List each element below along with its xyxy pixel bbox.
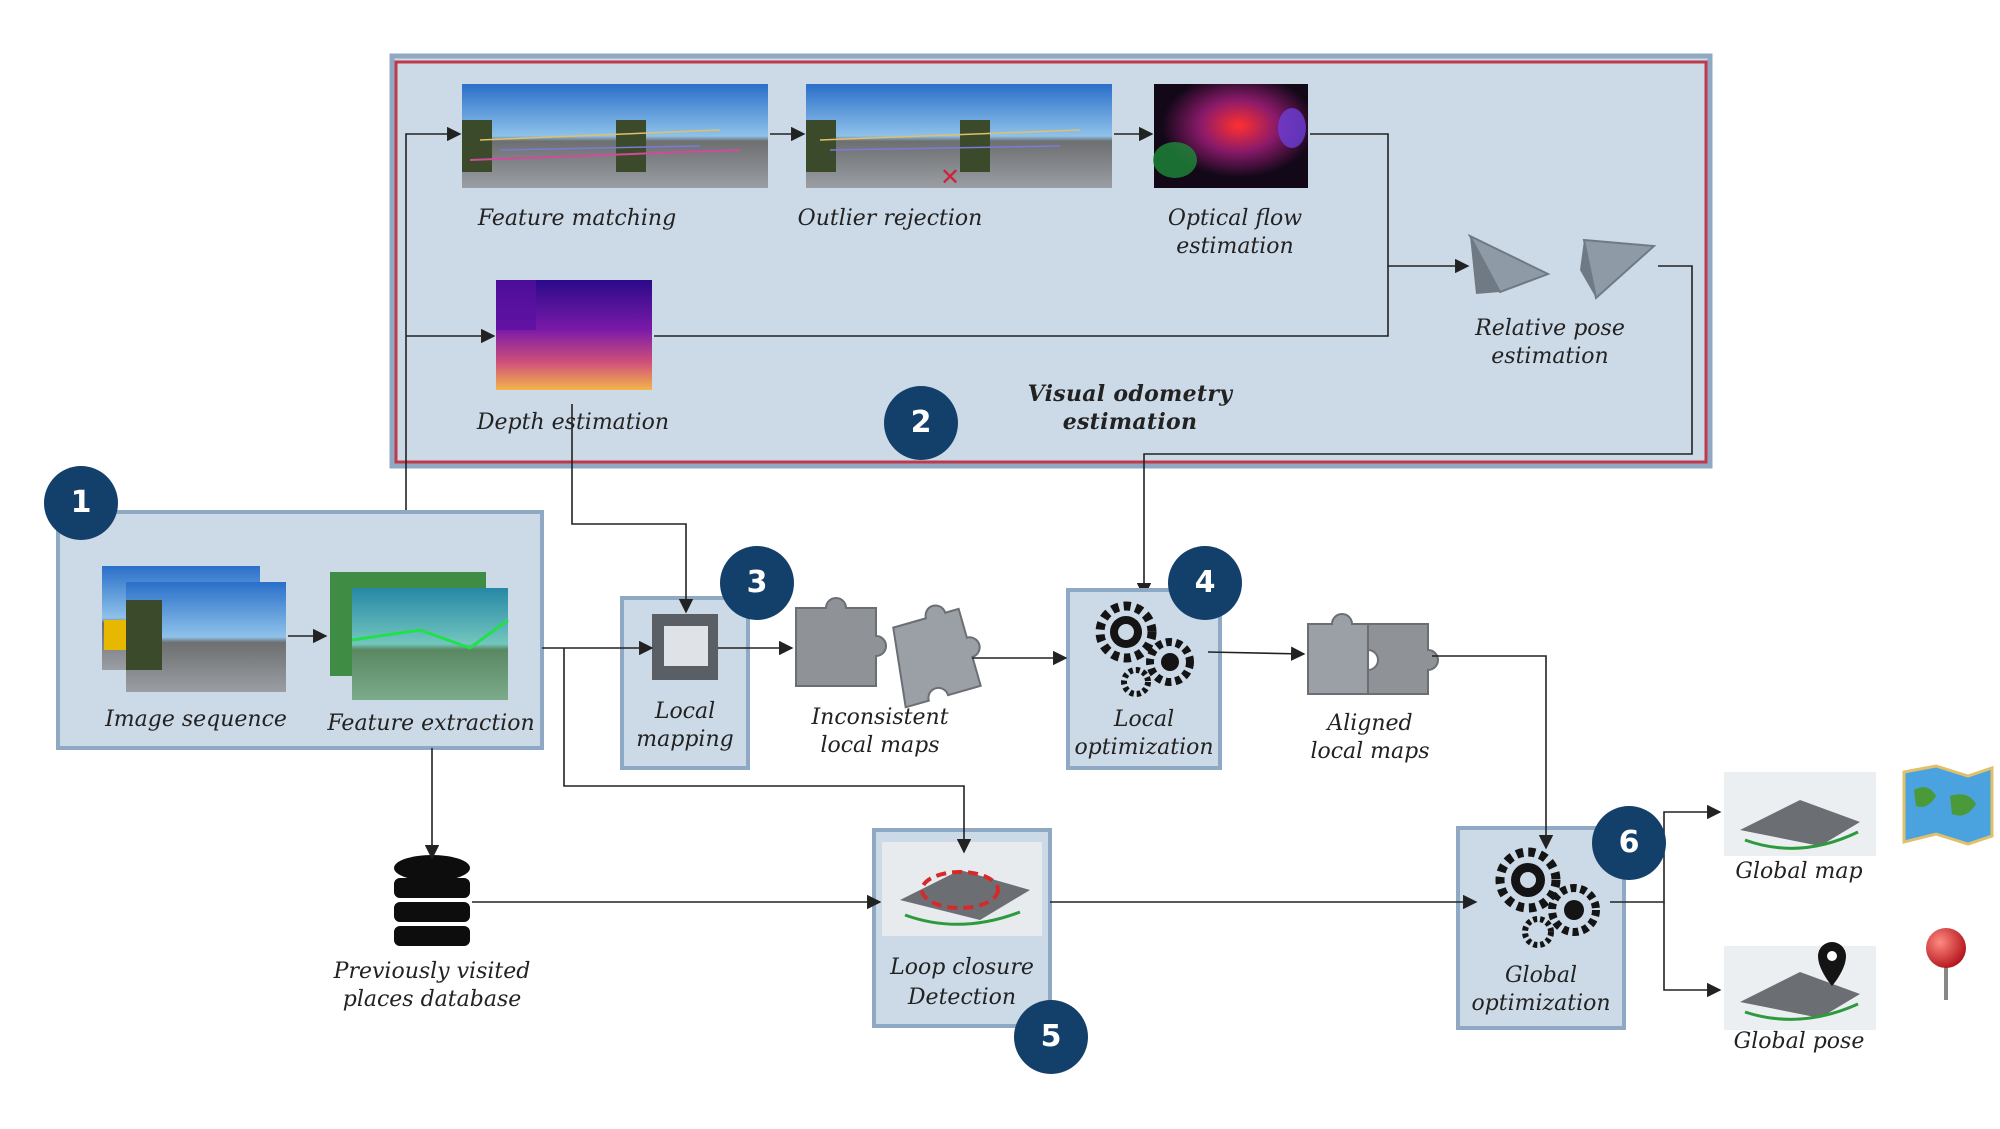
vo-connectors	[405, 126, 1693, 598]
global-map-image	[1724, 772, 1876, 856]
inconsistent-maps-label-line1: Inconsistent	[811, 705, 949, 730]
visual-odometry-title: Visual odometry estimation	[1027, 381, 1233, 435]
loop-closure-label-line1: Loop closure	[890, 955, 1034, 980]
depth-estimation-label: Depth estimation	[476, 410, 670, 435]
database-icon	[394, 855, 470, 946]
local-mapping-box	[620, 596, 750, 770]
local-mapping-label-line2: mapping	[636, 727, 734, 752]
relative-pose-icon	[1467, 233, 1657, 300]
input-panel	[56, 510, 544, 750]
global-optimization-label-line1: Global	[1504, 963, 1578, 988]
step-badge-4: 4	[1168, 546, 1242, 620]
map-icon	[1902, 764, 1994, 846]
feature-extraction-label: Feature extraction	[327, 711, 535, 736]
pushpin-icon	[1926, 928, 1966, 1000]
database-label-line1: Previously visited	[333, 959, 531, 984]
aligned-maps-puzzle-icon	[1307, 613, 1439, 695]
local-mapping-label-line1: Local	[654, 699, 716, 724]
step-badge-5: 5	[1014, 1000, 1088, 1074]
global-optimization-label-line2: optimization	[1471, 991, 1611, 1016]
global-pose-image	[1724, 946, 1876, 1030]
outlier-rejection-label: Outlier rejection	[797, 206, 983, 231]
relative-pose-label-line2: estimation	[1491, 344, 1609, 369]
loop-closure-label-line2: Detection	[907, 985, 1017, 1010]
reject-x-icon: ✕	[940, 163, 960, 191]
global-optimization-gear-icon	[1495, 847, 1600, 948]
local-optimization-gear-icon	[1095, 601, 1194, 697]
local-optimization-label-line2: optimization	[1074, 735, 1214, 760]
global-map-label: Global map	[1735, 859, 1863, 884]
inconsistent-maps-label-line2: local maps	[820, 733, 940, 758]
database-label-line2: places database	[342, 987, 522, 1012]
feature-matching-image	[462, 84, 768, 188]
main-connectors	[424, 404, 1722, 998]
feature-matching-label: Feature matching	[477, 206, 677, 231]
aligned-maps-label-line1: Aligned	[1327, 711, 1413, 736]
step-badge-6: 6	[1592, 806, 1666, 880]
depth-estimation-image	[496, 280, 652, 390]
image-sequence-label: Image sequence	[105, 707, 287, 732]
inconsistent-maps-puzzle-icon	[795, 597, 982, 709]
step-badge-2: 2	[884, 386, 958, 460]
aligned-maps-label-line2: local maps	[1310, 739, 1430, 764]
relative-pose-label-line1: Relative pose	[1475, 316, 1625, 341]
global-pose-label: Global pose	[1733, 1029, 1865, 1054]
optical-flow-label-line2: estimation	[1176, 234, 1294, 259]
local-optimization-label-line1: Local	[1113, 707, 1175, 732]
loop-closure-box	[872, 828, 1052, 1028]
outlier-rejection-image: ✕	[806, 84, 1112, 191]
location-pin-icon	[1818, 942, 1846, 986]
step-badge-1: 1	[44, 466, 118, 540]
optical-flow-image	[1153, 84, 1308, 188]
optical-flow-label-line1: Optical flow	[1167, 206, 1303, 231]
step-badge-3: 3	[720, 546, 794, 620]
